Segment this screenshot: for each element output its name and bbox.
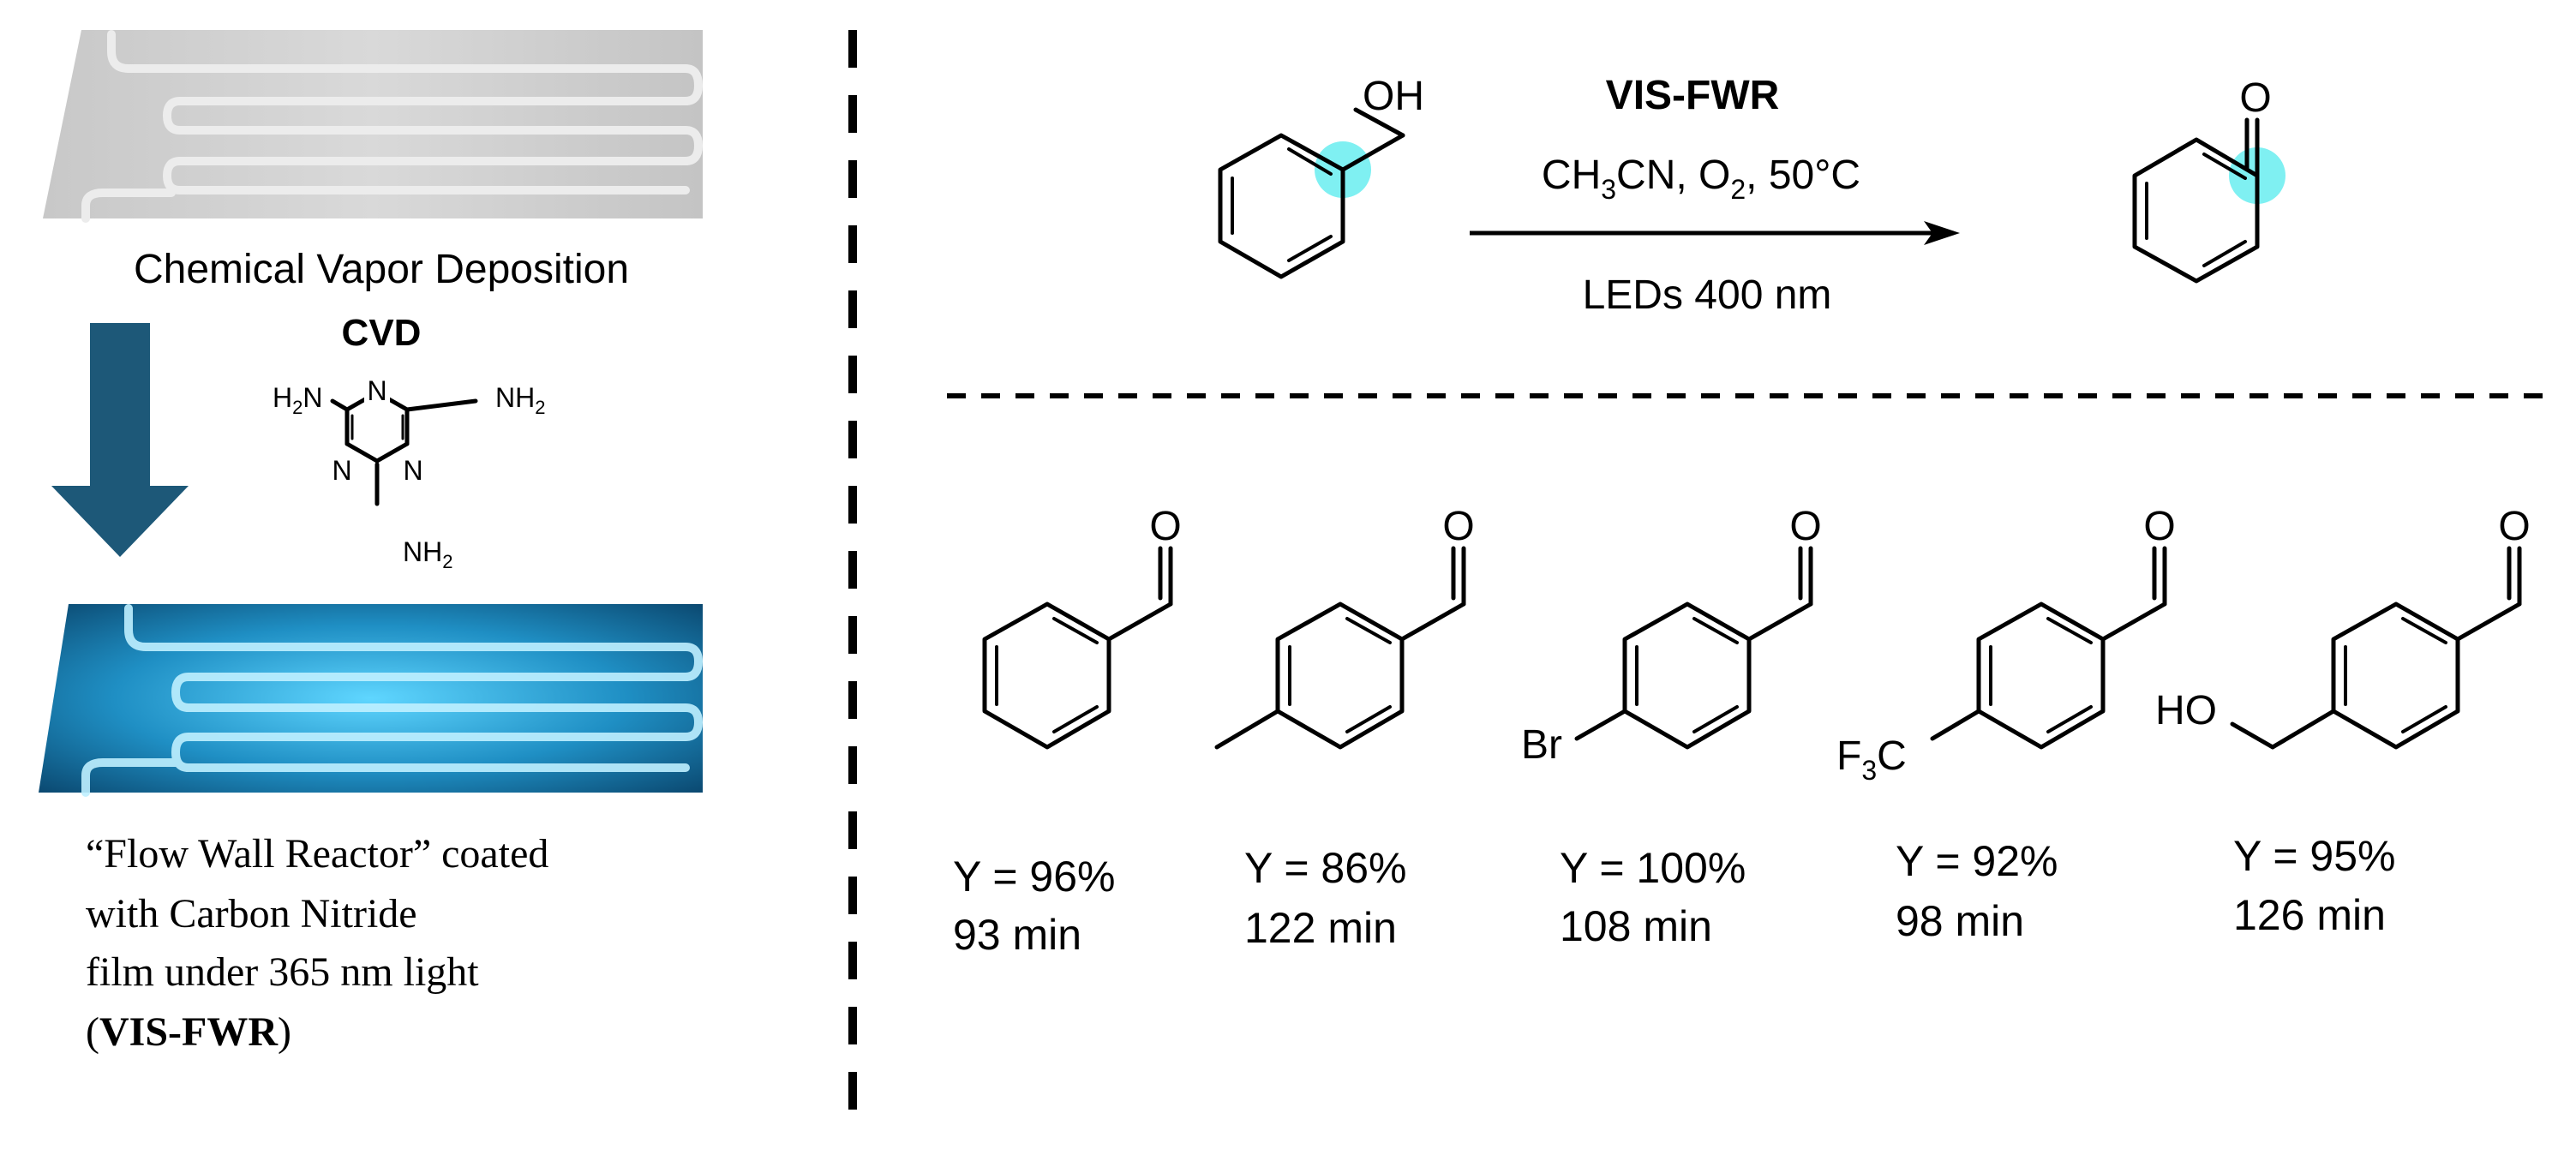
scope-product-3: O Br Y = 100% 108 min [1521, 504, 1822, 950]
scope-product-5-o: O [2498, 504, 2530, 549]
scope-product-1-o: O [1149, 504, 1181, 549]
melamine-ring-n-left: N [332, 455, 351, 486]
scope-product-4-o: O [2143, 504, 2175, 549]
product-o-label: O [2239, 75, 2271, 121]
melamine-h2n-left: H2N [273, 382, 322, 418]
scope-product-4-yield: Y = 92% [1896, 837, 2058, 885]
substrate-oh-label: OH [1363, 74, 1424, 119]
scope-product-3-o: O [1789, 504, 1821, 549]
melamine-structure: N N N H2N NH2 NH2 [273, 375, 545, 572]
reactor-caption-line1: “Flow Wall Reactor” coated [86, 831, 548, 877]
reagent-label: VIS-FWR [1606, 73, 1780, 118]
scope-product-5-time: 126 min [2233, 891, 2386, 939]
reactor-plate-coated [39, 604, 704, 797]
scope-product-1-yield: Y = 96% [953, 853, 1116, 901]
scope-product-3-substituent: Br [1521, 722, 1562, 768]
scope-product-5: O HO Y = 95% 126 min [2155, 504, 2531, 939]
reactor-plate-uncoated [43, 30, 704, 223]
substrate-benzyl-alcohol: OH [1218, 74, 1424, 279]
cvd-caption: Chemical Vapor Deposition [134, 247, 629, 292]
reactor-caption: “Flow Wall Reactor” coated with Carbon N… [86, 831, 548, 1055]
melamine-nh2-bottom: NH2 [403, 536, 452, 572]
scope-product-4: O F3C Y = 92% 98 min [1836, 504, 2176, 945]
scope-product-2-time: 122 min [1244, 904, 1397, 952]
reaction-conditions: CH3CN, O2, 50°C [1542, 153, 1860, 205]
scope-product-4-substituent: F3C [1836, 733, 1907, 786]
scope-product-1-time: 93 min [953, 911, 1081, 959]
scope-product-2: O Y = 86% 122 min [1214, 504, 1475, 952]
scope-product-5-yield: Y = 95% [2233, 832, 2396, 880]
melamine-ring-n-top: N [367, 375, 386, 406]
down-arrow-icon [51, 323, 189, 557]
light-condition: LEDs 400 nm [1583, 272, 1832, 318]
melamine-nh2-right: NH2 [495, 382, 545, 418]
scope-product-3-yield: Y = 100% [1560, 844, 1746, 892]
reactor-caption-line4: (VIS-FWR) [86, 1009, 291, 1055]
reaction-arrow: VIS-FWR CH3CN, O2, 50°C LEDs 400 nm [1470, 73, 1960, 318]
melamine-ring-n-right: N [403, 455, 422, 486]
scope-product-2-yield: Y = 86% [1244, 844, 1407, 892]
scope-product-4-time: 98 min [1896, 897, 2024, 945]
product-benzaldehyde: O [2132, 75, 2285, 284]
scope-product-5-substituent: HO [2155, 688, 2217, 733]
reactor-caption-line3: film under 365 nm light [86, 949, 479, 995]
reactor-caption-line2: with Carbon Nitride [86, 891, 417, 937]
scope-product-3-time: 108 min [1560, 902, 1712, 950]
cvd-label: CVD [342, 312, 422, 354]
scope-product-2-o: O [1442, 504, 1474, 549]
scope-product-1: O Y = 96% 93 min [953, 504, 1182, 959]
